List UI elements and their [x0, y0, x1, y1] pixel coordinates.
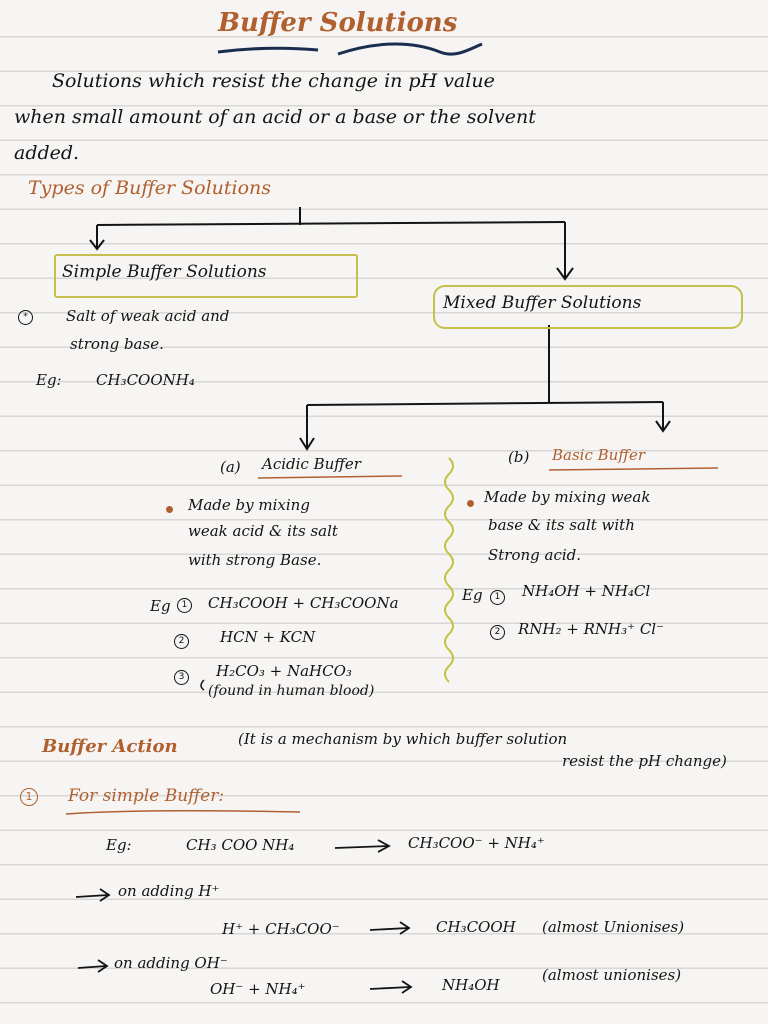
basic-desc-line-3: Strong acid.	[488, 546, 582, 564]
acidic-ex3-note: (found in human blood)	[208, 683, 375, 699]
acidic-ex1-number: 1	[177, 598, 192, 613]
acidic-ex2: HCN + KCN	[220, 628, 316, 646]
buffer-action-desc-line-2: resist the pH change)	[562, 752, 727, 770]
basic-ex2-number: 2	[490, 625, 505, 640]
acidic-label: Acidic Buffer	[262, 455, 361, 473]
acidic-underline	[257, 475, 403, 479]
on-adding-base: on adding OH⁻	[114, 954, 228, 972]
dissociation-left: CH₃ COO NH₄	[186, 836, 295, 854]
acidic-bullet	[166, 506, 173, 513]
simple-point-line-1: Salt of weak acid and	[66, 307, 230, 325]
base-eq-note: (almost unionises)	[542, 966, 682, 984]
tree-left-drop	[89, 225, 105, 251]
base-eq-right: NH₄OH	[442, 976, 500, 994]
base-eq-left: OH⁻ + NH₄⁺	[210, 980, 306, 998]
mixed-buffer-box	[433, 285, 743, 329]
blood-note-brace	[200, 679, 205, 691]
mixed-left-drop	[299, 405, 315, 451]
mixed-buffer-label: Mixed Buffer Solutions	[443, 293, 642, 313]
tree-right-drop	[556, 222, 574, 281]
page-title: Buffer Solutions	[218, 8, 458, 38]
acidic-ex2-number: 2	[174, 634, 189, 649]
simple-point-line-2: strong base.	[70, 335, 164, 353]
wavy-divider	[444, 457, 454, 683]
acid-eq-left: H⁺ + CH₃COO⁻	[222, 920, 340, 938]
arrow-on-acid	[75, 888, 111, 902]
title-underline-1	[217, 46, 319, 54]
basic-underline	[548, 467, 719, 471]
basic-desc-line-1: Made by mixing weak	[484, 488, 651, 506]
dissociation-right: CH₃COO⁻ + NH₄⁺	[408, 834, 545, 852]
title-underline-2	[337, 42, 483, 56]
acidic-ex1: CH₃COOH + CH₃COONa	[208, 594, 399, 612]
basic-prefix: (b)	[508, 448, 530, 466]
acid-eq-right: CH₃COOH	[436, 918, 516, 936]
acidic-desc-line-3: with strong Base.	[188, 551, 322, 569]
arrow-acid-eq	[369, 921, 411, 935]
basic-desc-line-2: base & its salt with	[488, 516, 635, 534]
simple-eg-label: Eg:	[36, 371, 62, 389]
basic-eg-label: Eg	[462, 586, 483, 604]
basic-bullet	[467, 500, 474, 507]
definition-line-2: when small amount of an acid or a base o…	[14, 106, 536, 128]
tree-bar	[96, 221, 566, 226]
definition-line-3: added.	[14, 142, 80, 164]
basic-ex2: RNH₂ + RNH₃⁺ Cl⁻	[518, 620, 665, 638]
simple-buffer-sub-heading: For simple Buffer:	[68, 786, 225, 806]
acidic-prefix: (a)	[220, 458, 241, 476]
buffer-action-heading: Buffer Action	[42, 736, 178, 757]
acidic-desc-line-2: weak acid & its salt	[188, 522, 338, 540]
acid-eq-note: (almost Unionises)	[542, 918, 685, 936]
on-adding-acid: on adding H⁺	[118, 882, 220, 900]
action-eg-label: Eg:	[106, 836, 132, 854]
mixed-bar	[306, 401, 664, 406]
basic-label: Basic Buffer	[552, 446, 645, 464]
simple-buffer-number: 1	[20, 788, 38, 806]
types-heading: Types of Buffer Solutions	[28, 177, 272, 199]
acidic-ex3: H₂CO₃ + NaHCO₃	[216, 662, 352, 680]
buffer-action-desc-line-1: (It is a mechanism by which buffer solut…	[238, 730, 568, 748]
simple-buffer-label: Simple Buffer Solutions	[62, 262, 267, 282]
acidic-ex3-number: 3	[174, 670, 189, 685]
acidic-desc-line-1: Made by mixing	[188, 496, 310, 514]
mixed-right-drop	[655, 402, 671, 433]
basic-ex1-number: 1	[490, 590, 505, 605]
basic-ex1: NH₄OH + NH₄Cl	[522, 582, 651, 600]
simple-buffer-box	[54, 254, 358, 298]
definition-line-1: Solutions which resist the change in pH …	[52, 70, 495, 92]
star-marker: *	[18, 310, 33, 325]
arrow-base-eq	[369, 980, 413, 994]
acidic-eg-label: Eg	[150, 597, 171, 615]
simple-buffer-underline	[65, 809, 301, 815]
arrow-on-base	[77, 959, 109, 973]
arrow-dissociation	[334, 839, 391, 853]
simple-eg-formula: CH₃COONH₄	[96, 371, 195, 389]
